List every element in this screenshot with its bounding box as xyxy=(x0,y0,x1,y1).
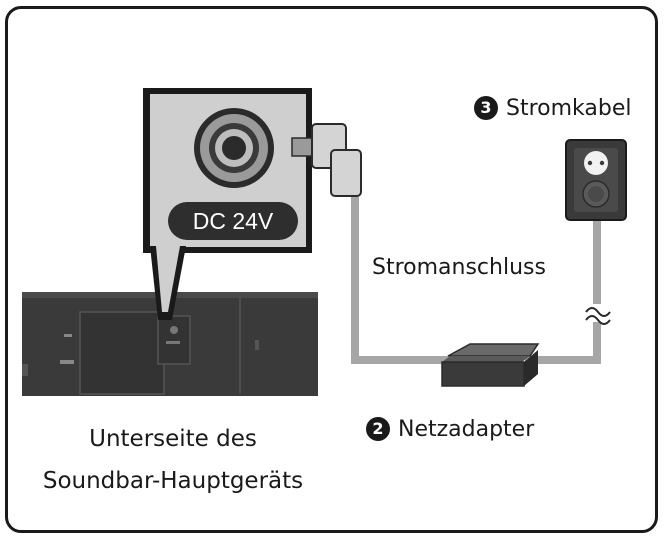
power-adapter xyxy=(441,343,540,387)
cable-break-icon xyxy=(585,307,611,325)
adapter-text: Netzadapter xyxy=(398,417,535,442)
dc-port-callout xyxy=(143,88,312,320)
power-connection-label: Stromanschluss xyxy=(372,255,546,280)
number-badge-3: 3 xyxy=(474,96,498,120)
underside-label-line1: Unterseite des xyxy=(89,426,257,452)
underside-label-line2: Soundbar-Hauptgeräts xyxy=(42,468,304,494)
power-cable-label: 3 Stromkabel xyxy=(474,96,632,121)
diagram-frame xyxy=(5,6,658,533)
wall-outlet xyxy=(565,139,627,221)
dc-plug xyxy=(291,123,362,197)
power-cable-text: Stromkabel xyxy=(506,96,632,121)
power-cables xyxy=(351,180,601,364)
number-badge-2: 2 xyxy=(366,417,390,441)
dc-voltage-label: DC 24V xyxy=(192,208,274,234)
adapter-label: 2 Netzadapter xyxy=(366,417,534,442)
